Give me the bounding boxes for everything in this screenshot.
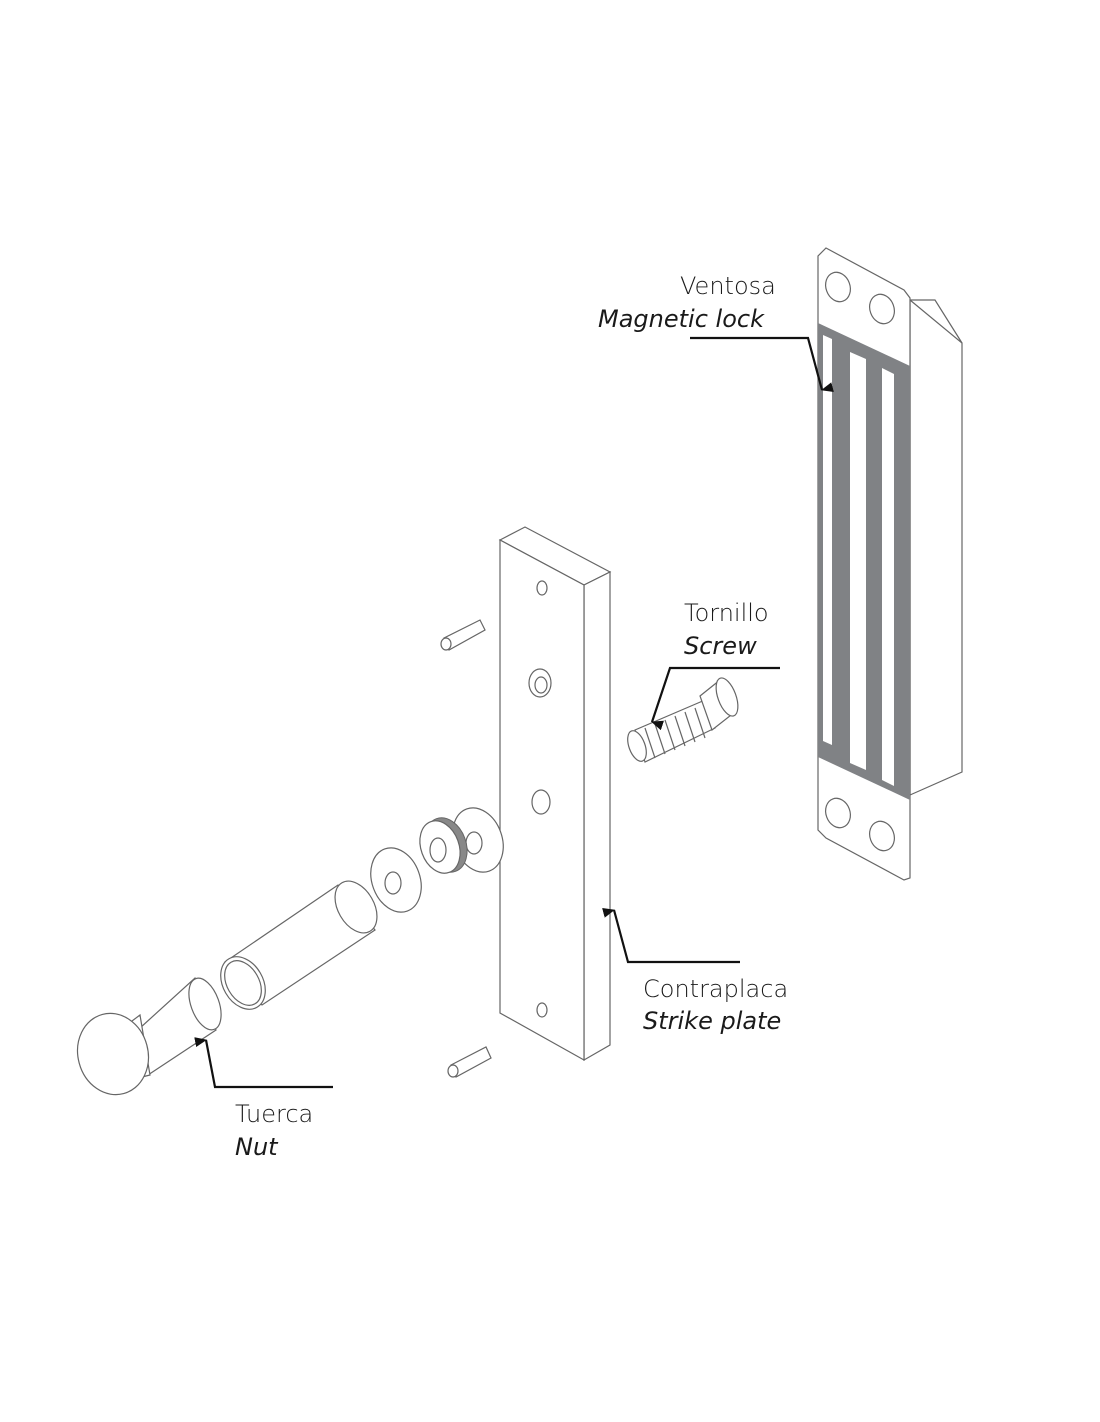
- label-strike-plate-es: Contraplaca: [643, 975, 789, 1003]
- leader-strike-plate: [602, 908, 740, 964]
- nut-part: [76, 976, 222, 1096]
- magnetic-lock: [817, 247, 963, 881]
- label-screw-en: Screw: [684, 632, 757, 660]
- label-strike-plate-en: Strike plate: [643, 1007, 782, 1035]
- label-magnetic-lock-es: Ventosa: [680, 272, 776, 300]
- lock-body-side: [909, 298, 963, 796]
- sleeve: [220, 880, 378, 1010]
- washers: [370, 807, 504, 913]
- leader-magnetic-lock: [690, 336, 834, 392]
- leader-screw: [650, 666, 780, 731]
- label-nut-es: Tuerca: [235, 1100, 314, 1128]
- pin: [440, 619, 492, 1078]
- label-screw-es: Tornillo: [684, 599, 769, 627]
- mounting-hole: [869, 293, 895, 325]
- label-magnetic-lock-en: Magnetic lock: [598, 305, 764, 333]
- leader-nut: [194, 1037, 333, 1089]
- mounting-hole: [825, 271, 851, 303]
- screw-part: [627, 677, 739, 763]
- strike-plate: [498, 526, 612, 1062]
- mounting-hole: [825, 797, 851, 829]
- label-nut-en: Nut: [235, 1133, 278, 1161]
- mounting-hole: [869, 820, 895, 852]
